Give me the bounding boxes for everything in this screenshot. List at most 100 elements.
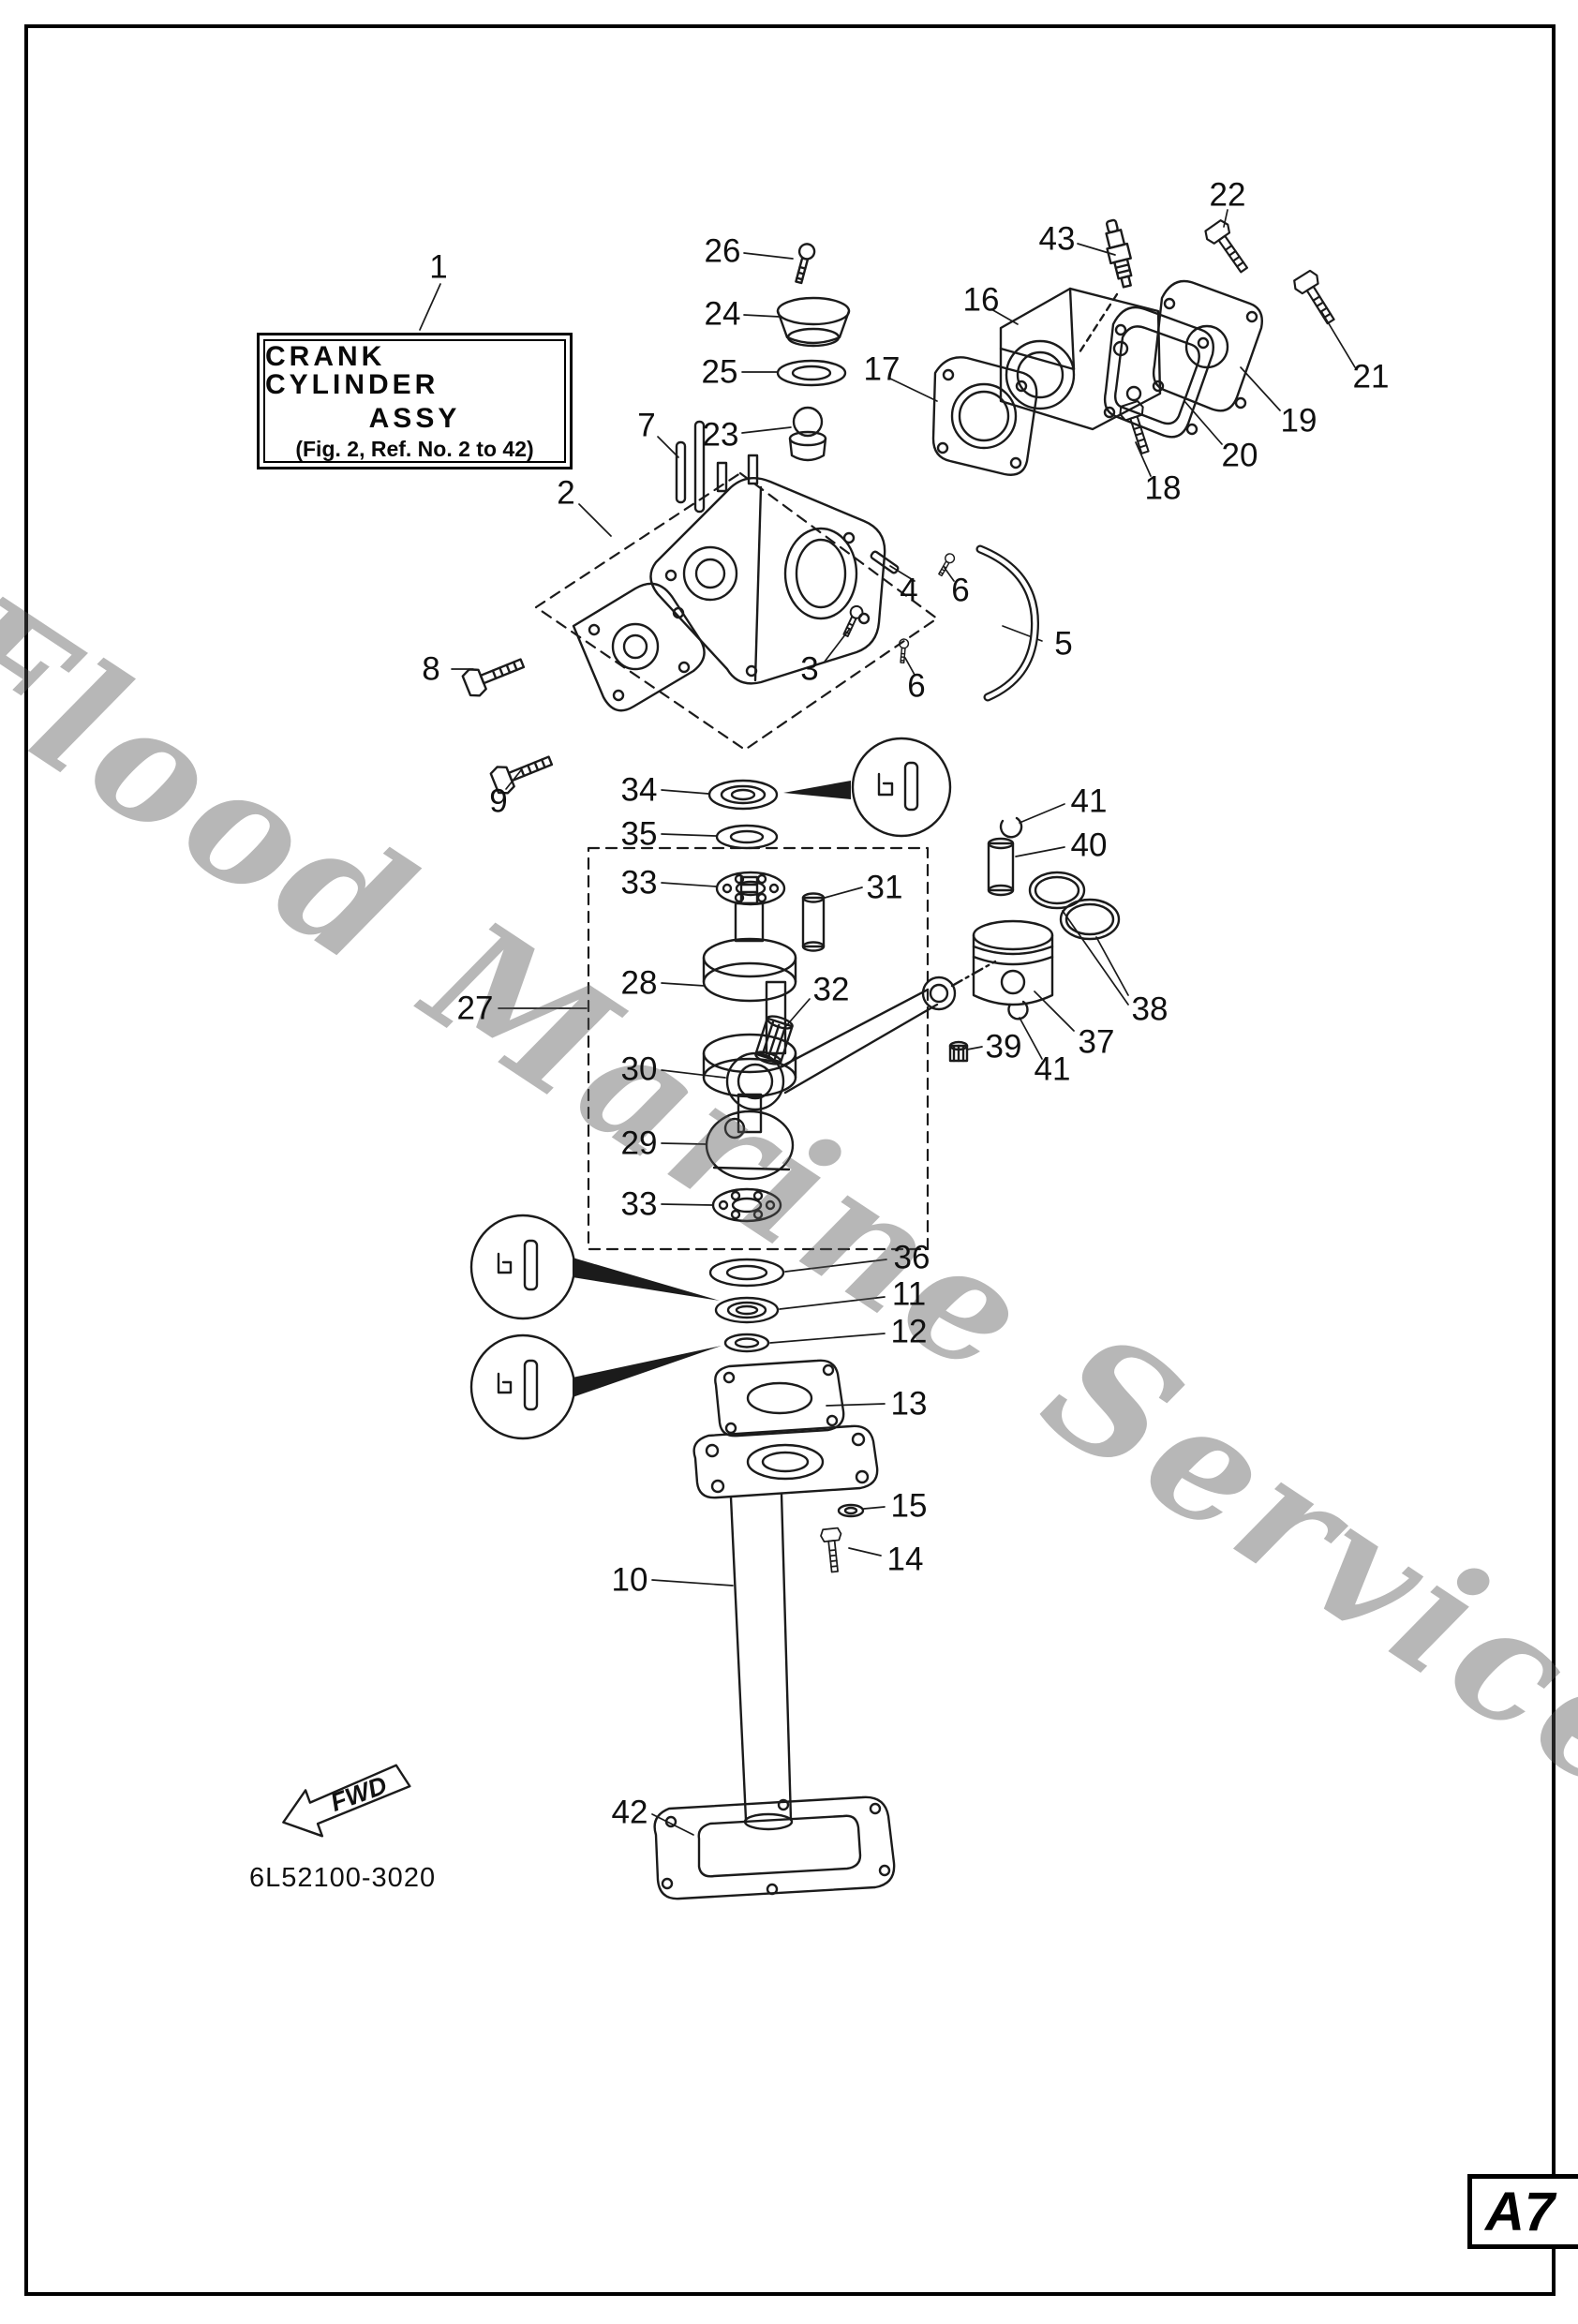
assembly-title-reference: (Fig. 2, Ref. No. 2 to 42): [295, 436, 534, 461]
callout-26: 26: [704, 232, 741, 270]
drive-shaft-tube: [692, 1424, 879, 1831]
callout-34: 34: [620, 771, 658, 809]
bolt-26: [790, 241, 818, 286]
piston-pin-clip-top: [999, 816, 1023, 839]
callout-10: 10: [611, 1561, 648, 1599]
callout-33: 33: [620, 1185, 658, 1223]
piston-pin-clip-bottom: [1007, 1000, 1029, 1020]
callout-6: 6: [951, 572, 970, 609]
callout-35: 35: [620, 815, 658, 853]
callout-2: 2: [557, 474, 575, 512]
callout-23: 23: [702, 416, 739, 454]
callout-43: 43: [1038, 220, 1076, 258]
callout-21: 21: [1352, 358, 1390, 395]
callout-28: 28: [620, 964, 658, 1002]
assembly-title-line2: ASSY: [368, 402, 461, 434]
callout-25: 25: [701, 353, 738, 391]
washer-36: [708, 1258, 785, 1288]
callout-37: 37: [1078, 1023, 1115, 1061]
callout-20: 20: [1221, 437, 1258, 474]
oil-seal-lower: [714, 1296, 780, 1324]
dowel-pins: [675, 420, 706, 514]
crankshaft: [702, 875, 797, 1134]
callout-3: 3: [800, 650, 819, 688]
bolt-22: [1201, 217, 1256, 278]
plate-gasket: [1152, 279, 1263, 412]
fwd-arrow-label: FWD: [327, 1771, 391, 1817]
callout-14: 14: [886, 1541, 924, 1578]
callout-22: 22: [1209, 176, 1246, 214]
inset-detail-circle-bottom: [469, 1333, 722, 1440]
callout-8: 8: [422, 650, 440, 688]
callout-5: 5: [1054, 625, 1073, 663]
piston-pin: [987, 837, 1015, 897]
bearing-lower: [711, 1187, 782, 1223]
callout-27: 27: [456, 990, 494, 1027]
leader-lines: [419, 209, 1356, 1836]
callout-32: 32: [812, 971, 850, 1008]
callout-29: 29: [620, 1125, 658, 1162]
callout-41: 41: [1070, 782, 1108, 820]
callout-36: 36: [893, 1239, 930, 1276]
assembly-title-box: CRANK CYLINDER ASSY (Fig. 2, Ref. No. 2 …: [257, 333, 573, 469]
crankcase-half: [572, 582, 706, 712]
washer-12: [723, 1333, 770, 1353]
inset-detail-circle-mid: [469, 1214, 720, 1320]
crank-pin: [801, 892, 826, 952]
assembly-dashed-boxes: [534, 471, 939, 1251]
page-label: A7: [1485, 2181, 1556, 2242]
inset-detail-circle-top: [783, 737, 952, 838]
crank-web: [705, 1110, 795, 1181]
washer-15: [837, 1503, 865, 1518]
piston-rings: [1028, 871, 1121, 941]
page-label-box: A7: [1467, 2174, 1578, 2249]
figure-code: 6L52100-3020: [249, 1863, 437, 1893]
callout-15: 15: [890, 1487, 928, 1525]
rod-cap-39: [948, 1040, 969, 1063]
callout-42: 42: [611, 1794, 648, 1831]
needle-bearing: [754, 1015, 794, 1065]
assembly-title-line1: CRANK CYLINDER: [265, 340, 439, 400]
spark-plug-axis-line: [1078, 292, 1119, 354]
callout-40: 40: [1070, 827, 1108, 864]
cylinder-head-cover: [999, 287, 1162, 431]
callout-30: 30: [620, 1050, 658, 1088]
piston: [972, 919, 1054, 1006]
callout-7: 7: [637, 407, 656, 444]
thermostat: [788, 406, 827, 462]
gasket-13: [714, 1359, 845, 1438]
callout-38: 38: [1131, 991, 1169, 1028]
pin-4: [870, 550, 900, 574]
spark-plug: [1105, 218, 1133, 289]
callout-17: 17: [863, 350, 901, 388]
callout-4: 4: [900, 572, 918, 609]
head-gasket: [931, 356, 1038, 476]
breather-pipe: [975, 544, 1040, 702]
bolt-14: [819, 1527, 846, 1574]
bolt-21: [1290, 267, 1343, 330]
callout-13: 13: [890, 1385, 928, 1423]
callout-11: 11: [891, 1275, 927, 1313]
exhaust-plate: [1103, 305, 1214, 439]
callout-12: 12: [890, 1313, 928, 1350]
callout-19: 19: [1280, 402, 1317, 439]
callout-39: 39: [985, 1028, 1022, 1065]
oil-seal-upper: [707, 779, 779, 811]
bolt-8: [460, 648, 529, 700]
callout-6: 6: [907, 667, 926, 705]
base-gasket: [653, 1795, 896, 1900]
callout-33: 33: [620, 864, 658, 901]
callout-1: 1: [429, 248, 448, 286]
callout-31: 31: [866, 869, 903, 906]
cylinder-block: [649, 454, 886, 685]
washer-35: [715, 824, 779, 850]
callout-24: 24: [704, 295, 741, 333]
fwd-arrow: FWD: [282, 1764, 411, 1838]
callout-18: 18: [1144, 469, 1182, 507]
thermostat-cover: [776, 296, 851, 348]
callout-41: 41: [1034, 1050, 1071, 1088]
thermostat-gasket: [776, 359, 847, 387]
callout-9: 9: [489, 782, 508, 820]
